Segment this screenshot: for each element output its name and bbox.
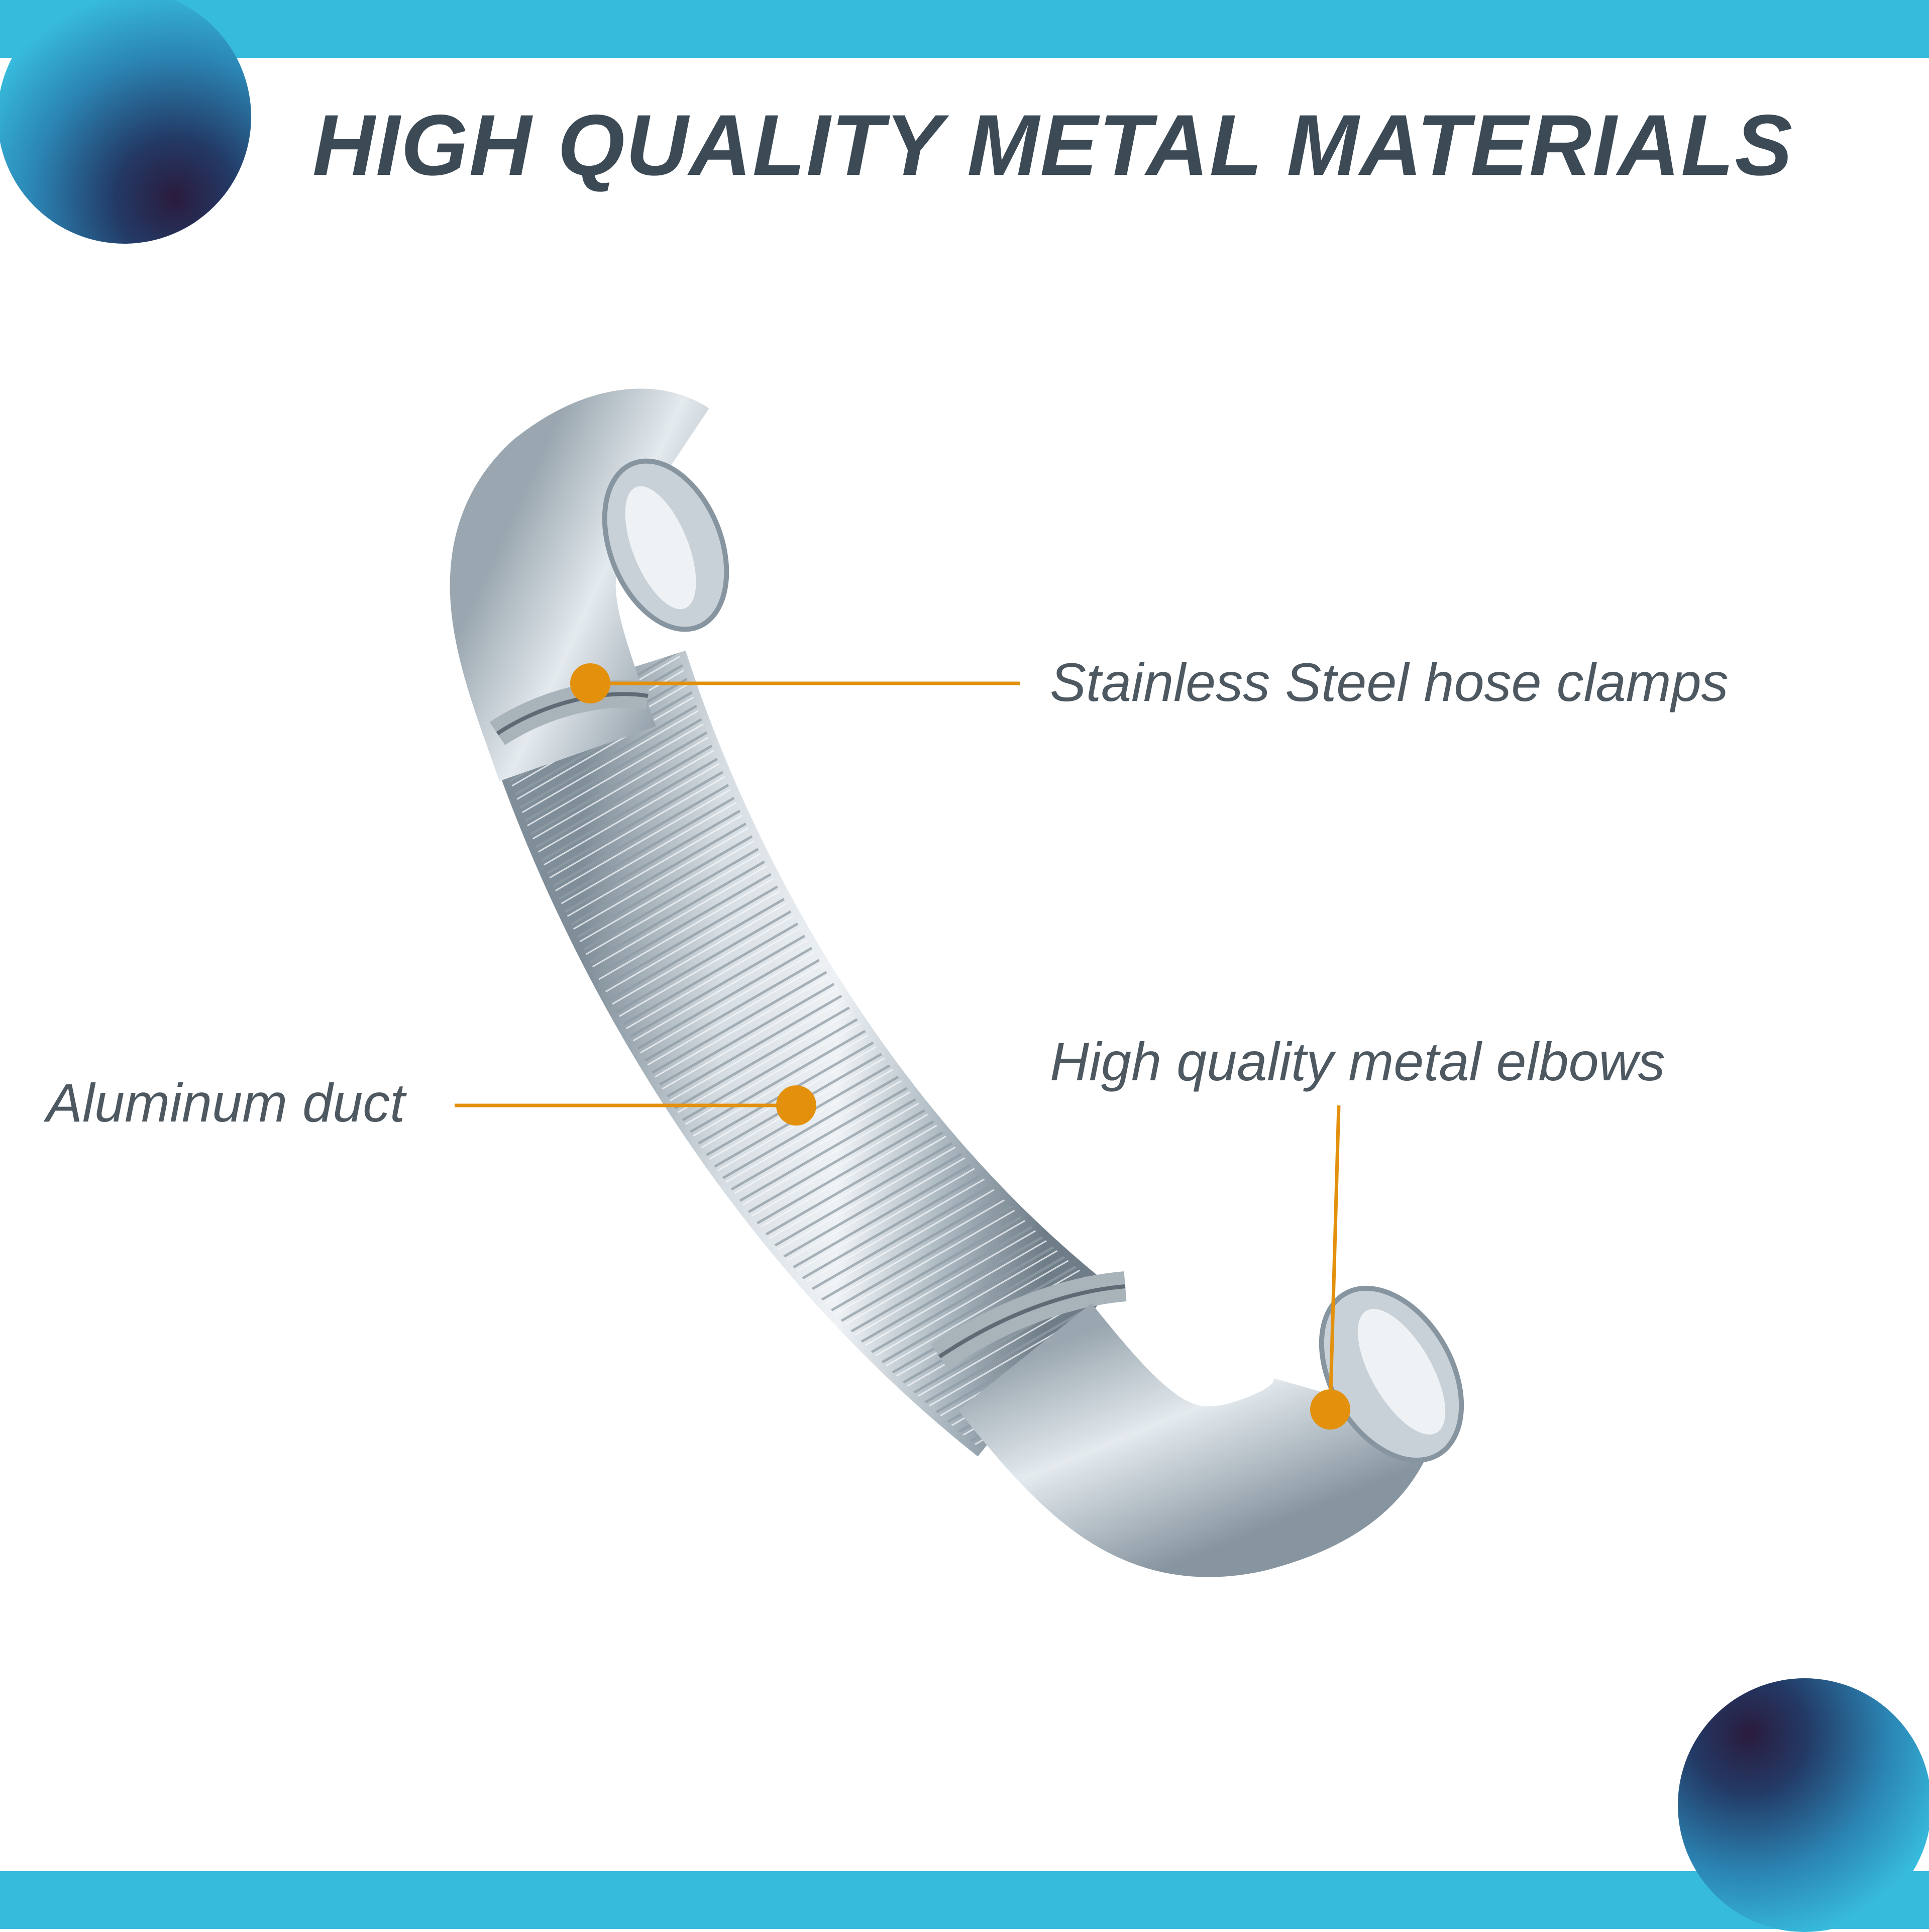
page-title: HIGH QUALITY METAL MATERIALS xyxy=(312,97,1794,193)
top-metal-elbow xyxy=(450,388,729,781)
top-accent-bar xyxy=(0,0,1929,58)
bottom-metal-elbow xyxy=(958,1285,1464,1577)
callout-duct xyxy=(455,1085,816,1126)
top-hose-clamp xyxy=(489,680,651,746)
corner-decoration-bottom-right xyxy=(1678,1678,1929,1932)
bottom-hose-clamp xyxy=(931,1271,1127,1369)
callout-label-clamps: Stainless Steel hose clamps xyxy=(1050,652,1729,713)
callout-clamps xyxy=(570,663,1020,703)
corner-decoration-top-left xyxy=(0,0,251,244)
callout-elbows xyxy=(1310,1105,1350,1430)
bottom-accent-bar xyxy=(0,1871,1929,1929)
aluminum-duct xyxy=(480,650,1112,1457)
callout-label-elbows: High quality metal elbows xyxy=(1050,1031,1665,1092)
callout-label-duct: Aluminum duct xyxy=(46,1072,405,1133)
